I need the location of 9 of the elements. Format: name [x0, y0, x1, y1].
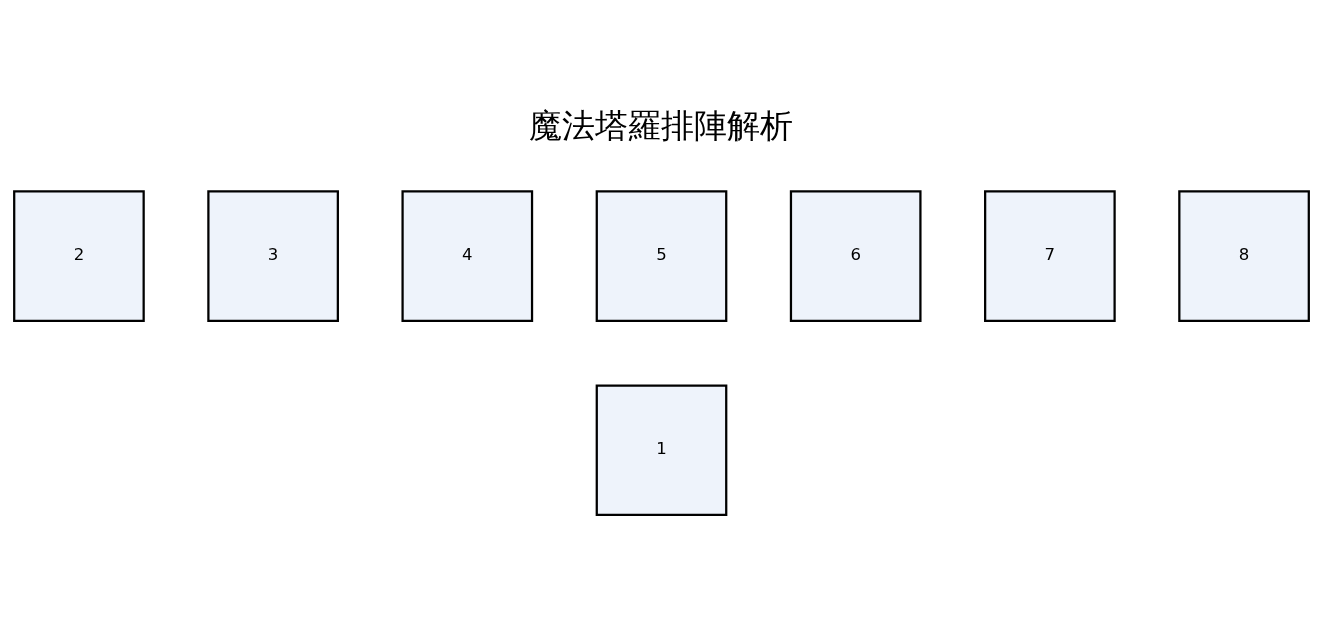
node-box: 6 [789, 189, 922, 322]
node-box: 5 [595, 189, 728, 322]
node-box: 1 [595, 383, 728, 516]
node-box: 3 [207, 189, 339, 322]
node-box: 4 [401, 189, 534, 322]
diagram-title: 魔法塔羅排陣解析 [529, 105, 794, 145]
node-box: 2 [13, 189, 145, 322]
node-box: 8 [1178, 189, 1310, 322]
node-box: 7 [984, 189, 1116, 322]
